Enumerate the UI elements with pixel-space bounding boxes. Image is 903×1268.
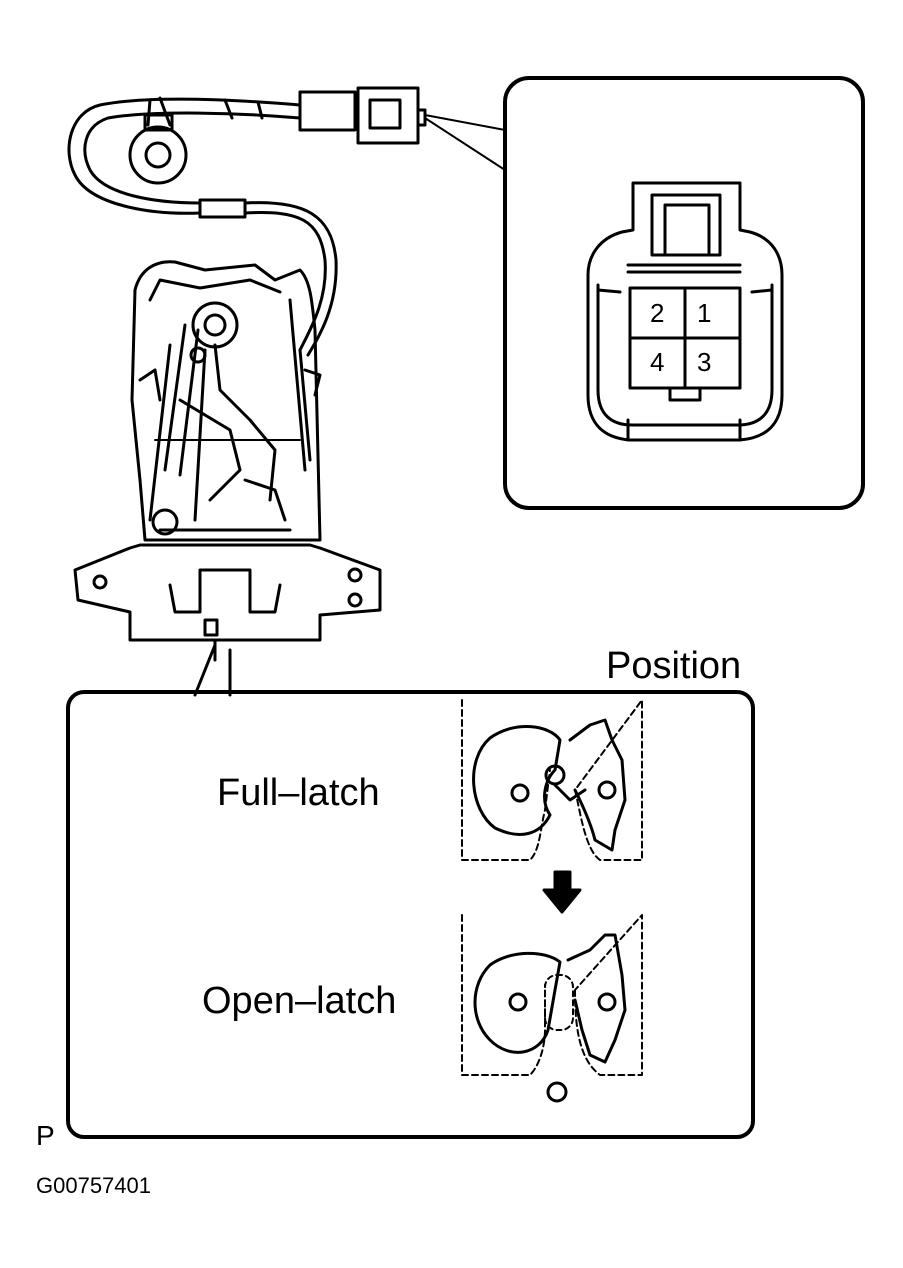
connector-pin-1: 1 xyxy=(697,298,712,328)
figure-code: G00757401 xyxy=(36,1173,151,1198)
full-latch-frame xyxy=(461,699,643,861)
open-latch-frame xyxy=(461,914,643,1103)
connector-detail-box xyxy=(503,76,865,510)
page-letter: P xyxy=(36,1120,55,1151)
grommet-clip xyxy=(128,113,188,185)
latch-position-box xyxy=(66,690,755,1139)
open-latch-label: Open–latch xyxy=(202,980,397,1022)
transition-arrow-icon xyxy=(542,870,582,914)
door-lock-assembly xyxy=(130,260,322,542)
connector-pin-2: 2 xyxy=(650,298,665,328)
connector-pin-3: 3 xyxy=(697,347,712,377)
connector-pin-4: 4 xyxy=(650,347,665,377)
wire-connector-plug xyxy=(298,86,427,145)
latch-callout-leader xyxy=(193,643,232,697)
connector-callout-leader xyxy=(424,114,506,171)
position-heading: Position xyxy=(606,645,742,687)
full-latch-label: Full–latch xyxy=(217,772,380,814)
wire-harness xyxy=(67,96,338,357)
lock-mounting-base xyxy=(73,543,382,662)
